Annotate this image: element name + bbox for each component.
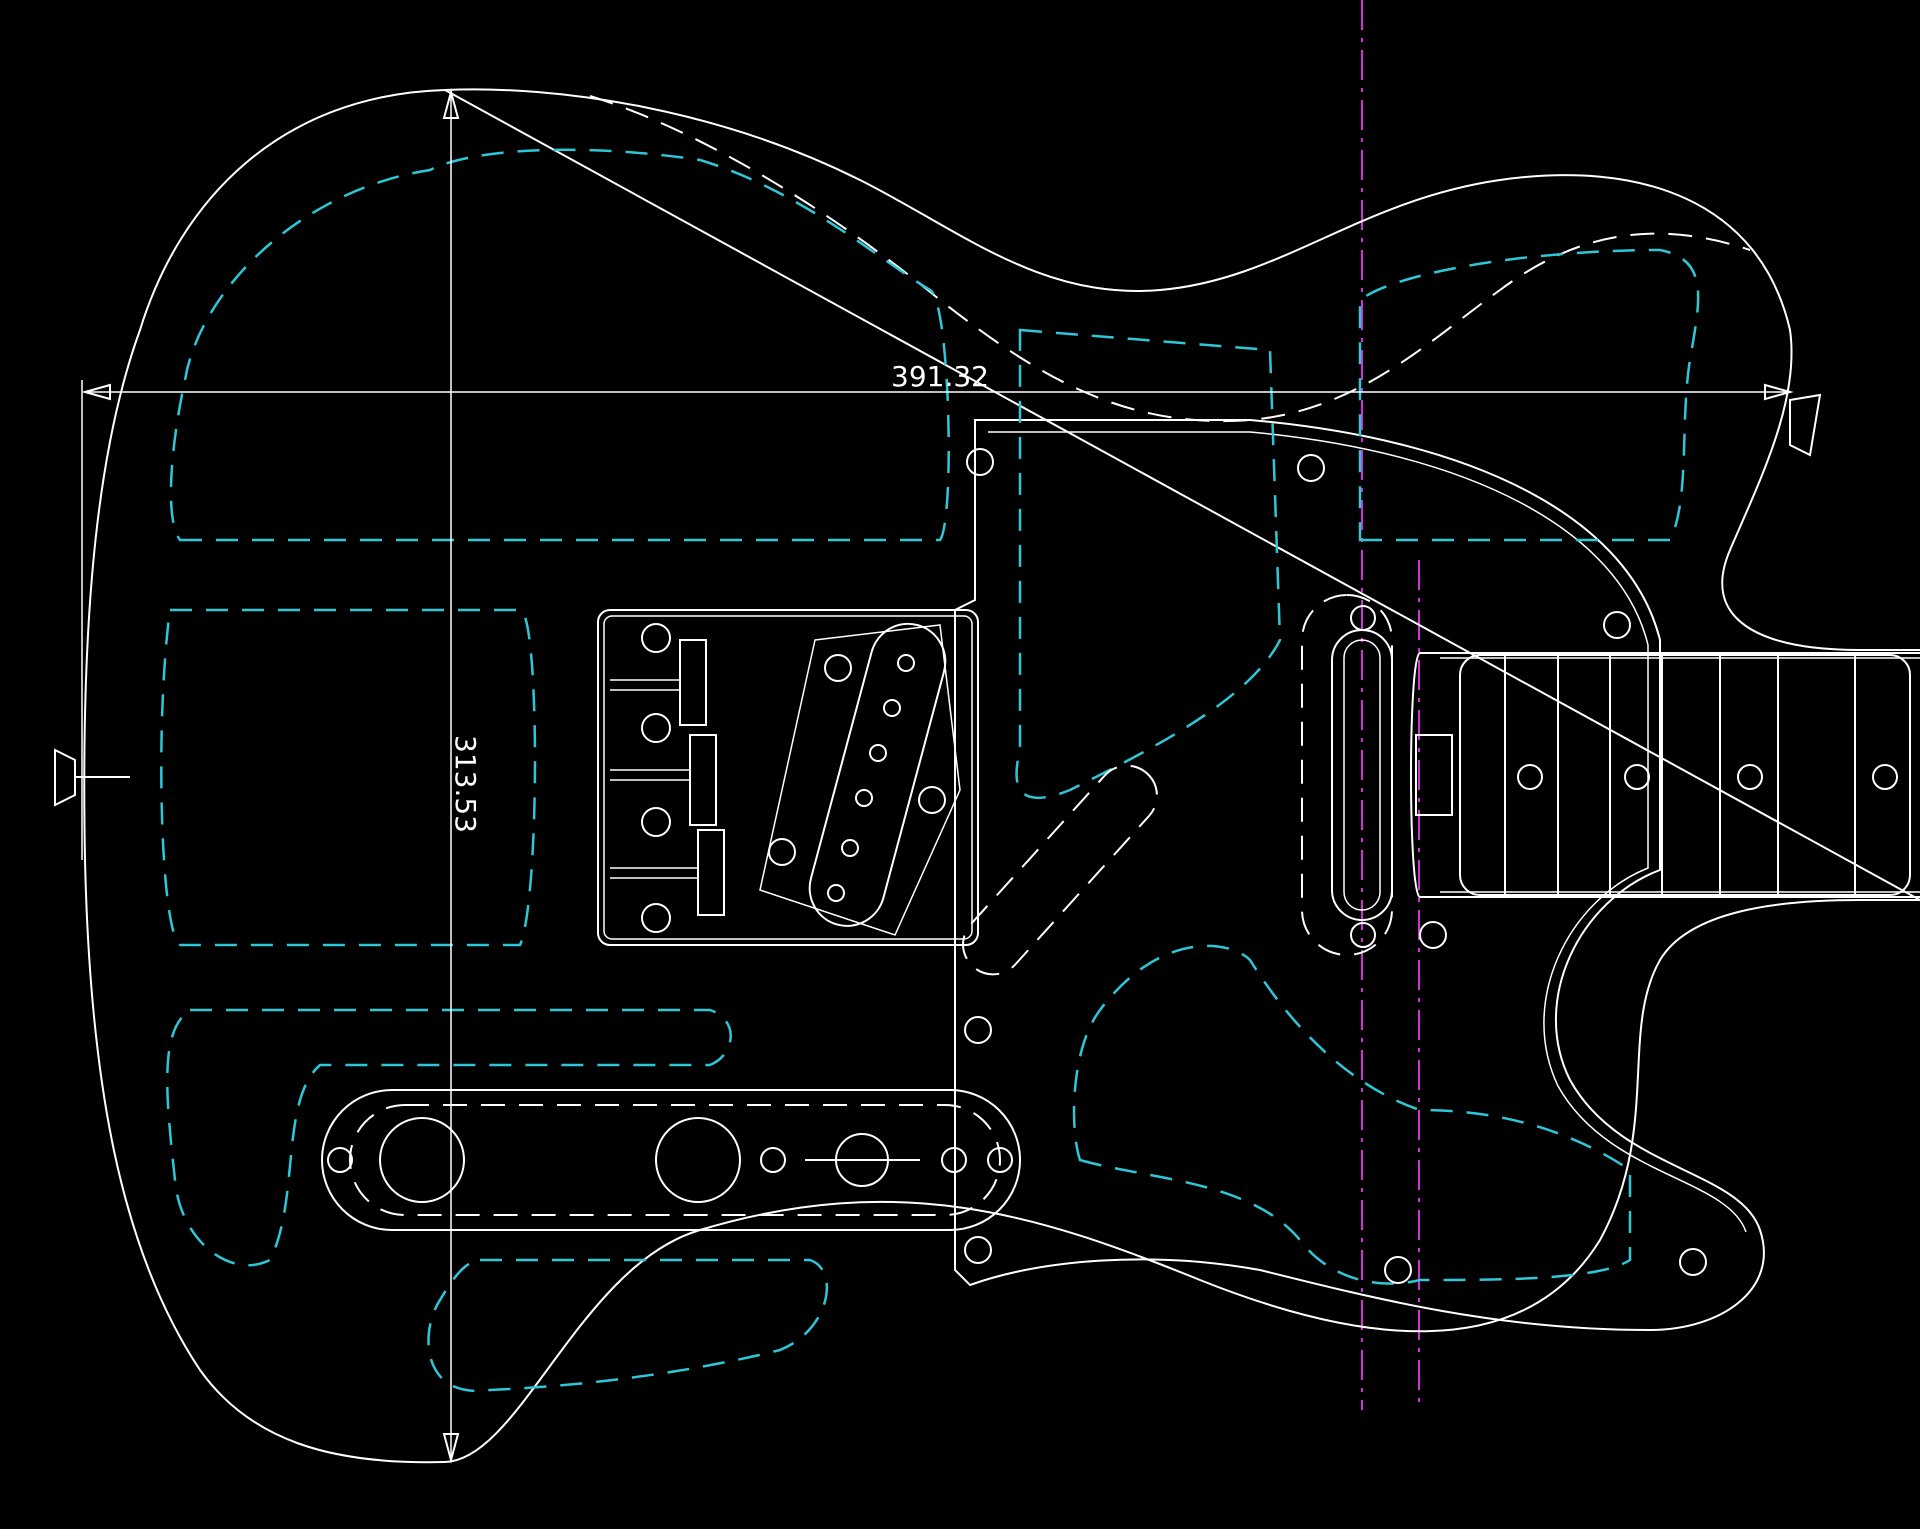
route-lower-horn <box>427 1258 829 1393</box>
pickguard-inner <box>988 431 1747 1233</box>
route-middle-cavity <box>1072 944 1632 1285</box>
neck-pocket <box>1410 652 1920 898</box>
strap-button-right <box>1789 393 1822 457</box>
neck-pickup-screw-top <box>1350 605 1376 631</box>
neck-frets <box>1415 654 1911 896</box>
neck-pickup-inner <box>1343 639 1381 911</box>
neck-pickup-screw-bottom <box>1350 922 1376 948</box>
bridge-pickup-screw-1 <box>824 654 852 682</box>
height-arrow-bottom <box>442 1433 460 1464</box>
route-upper-bout <box>169 148 950 542</box>
pickguard-screws <box>964 448 1707 1284</box>
pickguard-outline <box>954 419 1765 1332</box>
control-screw-left <box>327 1147 353 1173</box>
neck-pocket-inner <box>1440 657 1920 893</box>
width-arrow-left <box>81 383 111 401</box>
bridge-saddles <box>610 623 725 933</box>
height-arrow-top <box>442 88 460 119</box>
route-horn <box>1358 248 1700 542</box>
strap-button-left <box>54 748 130 807</box>
bridge-pickup <box>808 622 947 927</box>
route-control-channel <box>166 1008 732 1267</box>
neck-pickup-route <box>1301 594 1393 956</box>
route-neck-area <box>1015 328 1282 800</box>
control-screw-edge <box>987 1147 1013 1173</box>
selector-switch <box>835 1133 889 1187</box>
bridge-pickup-screw-3 <box>768 838 796 866</box>
bridge-plate <box>597 609 979 946</box>
control-plate-route <box>349 1104 1001 1216</box>
body-outline <box>83 88 1920 1464</box>
route-bridge-area <box>160 608 537 947</box>
bridge-plate-inner <box>603 615 973 940</box>
width-arrow-right <box>1764 383 1794 401</box>
width-dimension-label: 391.32 <box>891 360 989 393</box>
control-screw-right <box>941 1147 967 1173</box>
body-contour-dashed <box>589 95 1751 423</box>
control-screw-mid <box>760 1147 786 1173</box>
tone-knob <box>655 1117 741 1203</box>
control-plate <box>321 1089 1021 1231</box>
angled-pickup-route <box>962 764 1158 976</box>
height-dimension-label: 313.53 <box>449 735 482 833</box>
bridge-pickup-poles <box>827 654 915 902</box>
volume-knob <box>379 1117 465 1203</box>
bridge-pickup-screw-2 <box>918 786 946 814</box>
bridge-pickup-mount <box>759 624 961 936</box>
